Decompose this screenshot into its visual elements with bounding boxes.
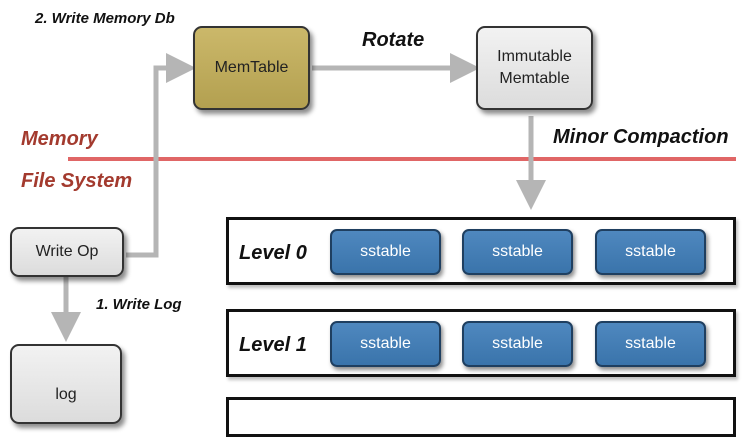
level-0-sstable-3: sstable <box>595 229 706 275</box>
memory-region-label: Memory <box>21 128 98 150</box>
level-0-sstable-1: sstable <box>330 229 441 275</box>
sstable-label: sstable <box>625 335 676 352</box>
level-2-container-partial <box>226 397 736 437</box>
level-1-label: Level 1 <box>239 334 307 356</box>
rotate-label: Rotate <box>362 29 425 51</box>
memtable-node: MemTable <box>193 26 310 110</box>
sstable-label: sstable <box>360 243 411 260</box>
sstable-label: sstable <box>625 243 676 260</box>
level-0-sstable-2: sstable <box>462 229 573 275</box>
write-op-label: Write Op <box>35 243 99 260</box>
lsm-tree-diagram: 2. Write Memory Db Rotate Memory Minor C… <box>10 10 736 437</box>
level-1-container: Level 1 sstable sstable sstable <box>226 309 736 377</box>
sstable-label: sstable <box>360 335 411 352</box>
log-label: log <box>55 386 77 403</box>
level-1-sstable-1: sstable <box>330 321 441 367</box>
sstable-label: sstable <box>492 335 543 352</box>
write-memory-db-arrow <box>126 53 196 258</box>
level-0-label: Level 0 <box>239 242 307 264</box>
write-log-label: 1. Write Log <box>96 296 182 313</box>
level-1-sstable-3: sstable <box>595 321 706 367</box>
connectors-layer <box>51 53 736 342</box>
minor-compaction-label: Minor Compaction <box>553 126 729 148</box>
immutable-memtable-label-line1: Immutable <box>497 48 572 65</box>
memtable-label: MemTable <box>214 59 289 76</box>
level-0-container: Level 0 sstable sstable sstable <box>226 217 736 285</box>
write-memory-db-label: 2. Write Memory Db <box>35 10 175 27</box>
sstable-label: sstable <box>492 243 543 260</box>
file-system-region-label: File System <box>21 170 133 192</box>
immutable-memtable-label-line2: Memtable <box>499 70 570 87</box>
immutable-memtable-node: Immutable Memtable <box>476 26 593 110</box>
write-op-node: Write Op <box>10 227 124 277</box>
log-node: log <box>10 344 122 424</box>
level-1-sstable-2: sstable <box>462 321 573 367</box>
